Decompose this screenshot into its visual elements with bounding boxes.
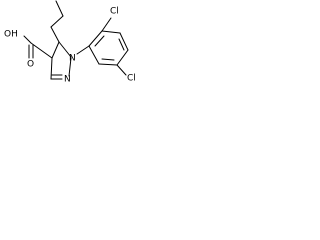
bond-c4-c5: [51, 41, 60, 59]
bond-aryl-5: [98, 63, 118, 66]
bond-n1-aryl: [76, 45, 90, 55]
bond-acid-c4: [30, 42, 53, 59]
bond-aryl-3: [119, 32, 129, 51]
bond-propyl-3: [55, 0, 64, 17]
bond-aryl-6: [88, 45, 100, 65]
bond-aryl-2: [101, 30, 121, 34]
bond-propyl-1: [50, 26, 60, 43]
label-n-pyrazole-1: N: [69, 54, 76, 64]
bond-c3-c4: [50, 57, 53, 80]
bond-n1-n2: [68, 57, 72, 77]
bond-cl-bottom: [116, 64, 127, 76]
structure-diagram: OH O N N Cl Cl: [4, 0, 136, 85]
bond-c5-n1: [58, 41, 72, 58]
bond-aryl-1: [88, 30, 103, 47]
bond-aryl-inner-3: [101, 58, 115, 61]
label-oh-acid: OH: [4, 30, 18, 40]
bond-aryl-inner-1: [94, 35, 105, 47]
bond-aryl-4: [116, 49, 129, 66]
bond-aryl-inner-2: [118, 38, 125, 51]
label-cl-top: Cl: [110, 7, 119, 17]
bond-cl-top: [101, 17, 112, 32]
bond-acid-oh: [23, 35, 32, 44]
label-cl-bottom: Cl: [127, 74, 136, 84]
label-n-pyrazole-2: N: [64, 75, 71, 85]
label-o-carbonyl: O: [27, 60, 34, 70]
bond-propyl-2: [50, 15, 64, 28]
